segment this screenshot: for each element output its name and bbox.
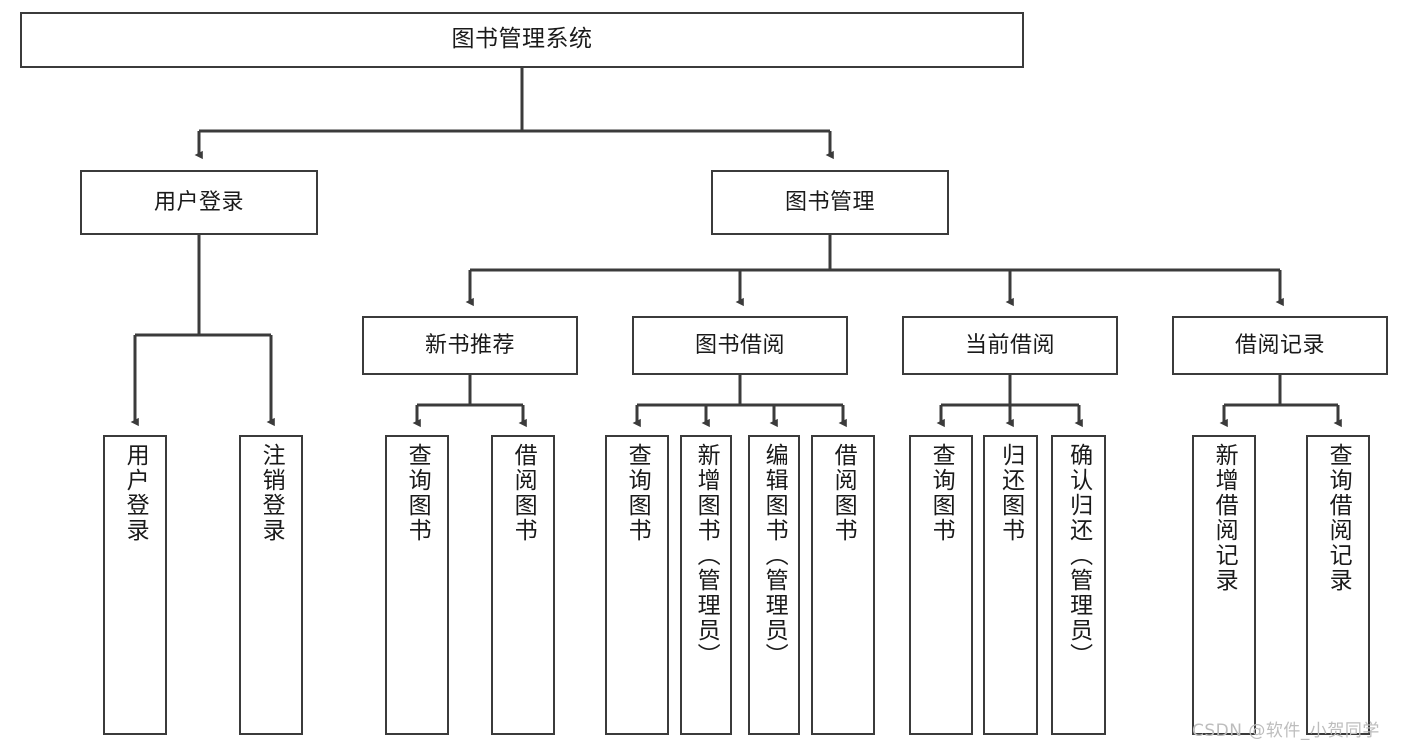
leaf-record-add-record[interactable]: 新增借阅记录 — [1192, 435, 1256, 735]
node-label: 用户登录 — [153, 189, 244, 215]
node-label: 注销登录 — [258, 443, 285, 543]
node-label: 新增图书（管理员） — [693, 443, 720, 668]
node-label: 图书借阅 — [694, 332, 785, 358]
leaf-logout[interactable]: 注销登录 — [239, 435, 303, 735]
node-borrow-record[interactable]: 借阅记录 — [1172, 316, 1388, 375]
watermark-text: CSDN @软件_小贺同学 — [1192, 721, 1380, 741]
node-user-login[interactable]: 用户登录 — [80, 170, 318, 235]
leaf-current-query-book[interactable]: 查询图书 — [909, 435, 973, 735]
node-label: 新书推荐 — [424, 332, 515, 358]
node-root-system[interactable]: 图书管理系统 — [20, 12, 1024, 68]
node-label: 编辑图书（管理员） — [761, 443, 788, 668]
node-label: 当前借阅 — [964, 332, 1055, 358]
node-label: 查询图书 — [404, 443, 431, 543]
node-label: 图书管理 — [784, 189, 875, 215]
node-label: 用户登录 — [122, 443, 149, 543]
leaf-borrow-add-book-admin[interactable]: 新增图书（管理员） — [680, 435, 732, 735]
leaf-borrow-query-book[interactable]: 查询图书 — [605, 435, 669, 735]
leaf-new-book-query-book[interactable]: 查询图书 — [385, 435, 449, 735]
node-current-borrow[interactable]: 当前借阅 — [902, 316, 1118, 375]
node-label: 借阅图书 — [830, 443, 857, 543]
node-label: 新增借阅记录 — [1211, 443, 1238, 593]
node-label: 查询图书 — [624, 443, 651, 543]
node-book-management[interactable]: 图书管理 — [711, 170, 949, 235]
leaf-new-book-borrow-book[interactable]: 借阅图书 — [491, 435, 555, 735]
leaf-record-query-record[interactable]: 查询借阅记录 — [1306, 435, 1370, 735]
leaf-borrow-borrow-book[interactable]: 借阅图书 — [811, 435, 875, 735]
node-label: 确认归还（管理员） — [1065, 443, 1092, 668]
leaf-current-confirm-return-admin[interactable]: 确认归还（管理员） — [1051, 435, 1106, 735]
node-label: 借阅记录 — [1234, 332, 1325, 358]
leaf-borrow-edit-book-admin[interactable]: 编辑图书（管理员） — [748, 435, 800, 735]
leaf-user-login[interactable]: 用户登录 — [103, 435, 167, 735]
node-label: 图书管理系统 — [451, 26, 593, 53]
node-label: 借阅图书 — [510, 443, 537, 543]
node-new-book-recommend[interactable]: 新书推荐 — [362, 316, 578, 375]
node-book-borrow[interactable]: 图书借阅 — [632, 316, 848, 375]
node-label: 归还图书 — [997, 443, 1024, 543]
node-label: 查询借阅记录 — [1325, 443, 1352, 593]
leaf-current-return-book[interactable]: 归还图书 — [983, 435, 1038, 735]
node-label: 查询图书 — [928, 443, 955, 543]
